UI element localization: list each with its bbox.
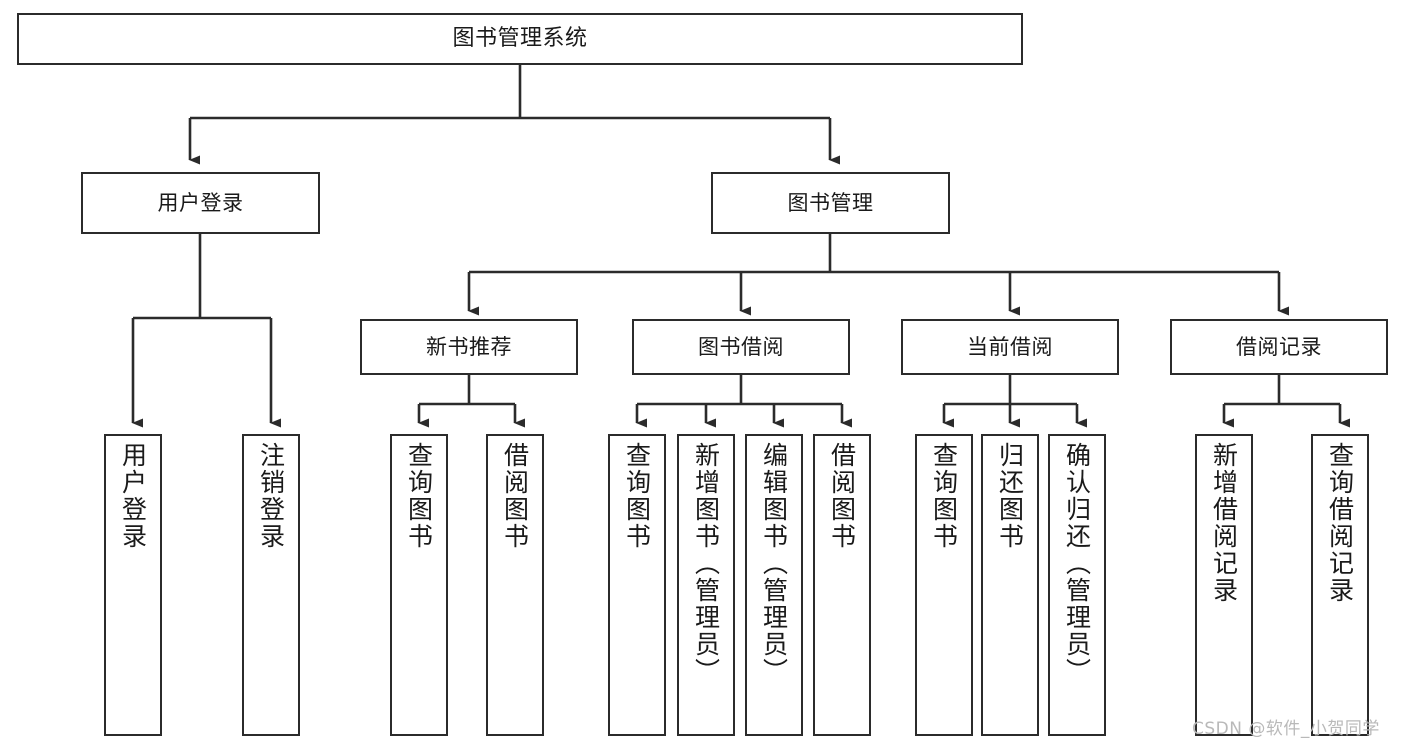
- node-label: 图书管理系统: [452, 26, 588, 52]
- csdn-watermark: CSDN @软件_小贺同学: [1192, 719, 1380, 739]
- node-leaf-borrow-books-recommendation[interactable]: 借阅图书: [486, 434, 544, 736]
- node-label: 用户登录: [157, 190, 244, 215]
- node-label: 新增借阅记录: [1209, 442, 1239, 604]
- node-current-borrowing[interactable]: 当前借阅: [901, 319, 1119, 375]
- node-leaf-query-borrow-record[interactable]: 查询借阅记录: [1311, 434, 1369, 736]
- node-label: 新增图书（管理员）: [691, 442, 721, 685]
- node-leaf-query-books-current[interactable]: 查询图书: [915, 434, 973, 736]
- node-label: 查询借阅记录: [1325, 442, 1355, 604]
- node-label: 归还图书: [995, 442, 1025, 550]
- node-root-book-management-system[interactable]: 图书管理系统: [17, 13, 1023, 65]
- node-label: 编辑图书（管理员）: [759, 442, 789, 685]
- node-leaf-add-borrow-record[interactable]: 新增借阅记录: [1195, 434, 1253, 736]
- node-label: 图书管理: [787, 190, 874, 215]
- node-label: 新书推荐: [426, 334, 512, 359]
- node-label: 确认归还（管理员）: [1062, 442, 1092, 685]
- node-borrow-records[interactable]: 借阅记录: [1170, 319, 1388, 375]
- node-new-book-recommendation[interactable]: 新书推荐: [360, 319, 578, 375]
- node-label: 查询图书: [404, 442, 434, 550]
- node-leaf-logout[interactable]: 注销登录: [242, 434, 300, 736]
- node-label: 借阅图书: [827, 442, 857, 550]
- node-leaf-return-books[interactable]: 归还图书: [981, 434, 1039, 736]
- node-leaf-edit-book-admin[interactable]: 编辑图书（管理员）: [745, 434, 803, 736]
- node-label: 借阅图书: [500, 442, 530, 550]
- node-book-management[interactable]: 图书管理: [711, 172, 950, 234]
- node-leaf-query-books-borrowing[interactable]: 查询图书: [608, 434, 666, 736]
- node-label: 用户登录: [118, 442, 148, 550]
- node-label: 注销登录: [256, 442, 286, 550]
- node-user-login[interactable]: 用户登录: [81, 172, 320, 234]
- node-leaf-confirm-return-admin[interactable]: 确认归还（管理员）: [1048, 434, 1106, 736]
- node-label: 当前借阅: [967, 334, 1053, 359]
- node-leaf-borrow-books-borrowing[interactable]: 借阅图书: [813, 434, 871, 736]
- node-leaf-user-login[interactable]: 用户登录: [104, 434, 162, 736]
- node-label: 借阅记录: [1236, 334, 1322, 359]
- node-label: 查询图书: [929, 442, 959, 550]
- node-label: 查询图书: [622, 442, 652, 550]
- node-leaf-query-books-recommendation[interactable]: 查询图书: [390, 434, 448, 736]
- node-book-borrowing[interactable]: 图书借阅: [632, 319, 850, 375]
- node-leaf-add-book-admin[interactable]: 新增图书（管理员）: [677, 434, 735, 736]
- node-label: 图书借阅: [698, 334, 784, 359]
